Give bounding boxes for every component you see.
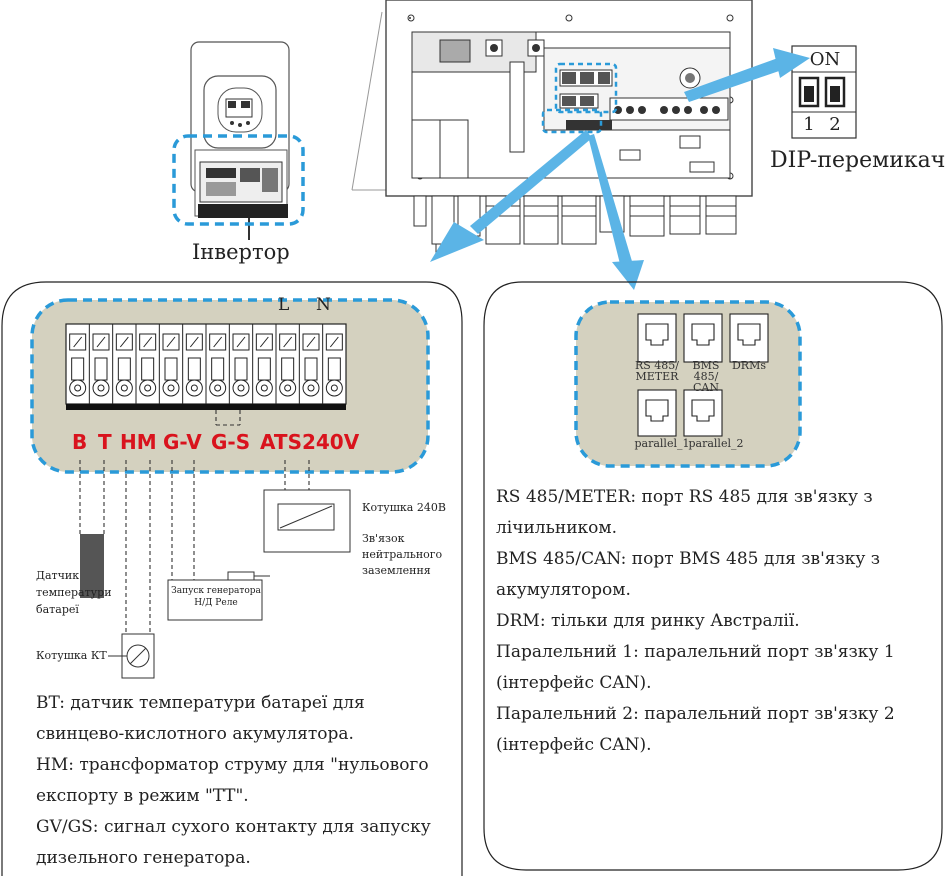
inverter-closeup-drawing (385, 0, 753, 253)
right-desc-line: RS 485/METER: порт RS 485 для зв'язку з (496, 487, 873, 507)
terminal-screw (135, 324, 157, 404)
port-bms-label: BMS 485/ CAN (680, 360, 732, 393)
neutral-ground-label-1: Зв'язок (362, 532, 405, 545)
terminal-screw (275, 324, 297, 404)
right-desc-line: Паралельний 1: паралельний порт зв'язку … (496, 642, 895, 662)
top-illustration (172, 0, 857, 290)
port-block-drawing (637, 313, 769, 437)
dip-position-2: 2 (829, 114, 841, 135)
terminal-screw (65, 324, 87, 404)
terminal-screw (158, 324, 180, 404)
left-desc-line: дизельного генератора. (36, 848, 251, 868)
right-desc-line: лічильником. (496, 518, 618, 538)
terminal-label-gs: G-S (211, 430, 251, 454)
port-parallel2-label: parallel_2 (688, 437, 744, 450)
right-desc-line: (інтерфейс CAN). (496, 673, 652, 693)
right-desc-line: BMS 485/CAN: порт BMS 485 для зв'язку з (496, 549, 881, 569)
port-drm-label: DRMs (731, 359, 766, 372)
terminal-label-b: B (72, 430, 88, 454)
right-desc-line: акумулятором. (496, 580, 631, 600)
left-desc-line: GV/GS: сигнал сухого контакту для запуск… (36, 817, 431, 837)
terminal-label-ats240v: ATS240V (260, 430, 360, 454)
right-desc-line: DRM: тільки для ринку Австралії. (496, 611, 800, 631)
port-bms-label-1: BMS 485/ (692, 359, 720, 383)
terminal-screw (88, 324, 110, 404)
gen-start-label: Запуск генератора Н/Д Реле (171, 585, 261, 609)
dip-position-1: 1 (803, 114, 815, 135)
inverter-small-drawing (190, 41, 290, 240)
temp-sensor-label-2: температури (36, 586, 112, 599)
inverter-label: Інвертор (192, 240, 290, 264)
phase-label-l: L (278, 295, 290, 315)
callout-arrows (430, 48, 810, 290)
terminal-label-gv: G-V (163, 430, 202, 454)
inverter-highlight-box (172, 134, 305, 226)
left-desc-line: експорту в режим "ТТ". (36, 786, 249, 806)
terminal-screw (252, 324, 273, 404)
port-rs485-label-1: RS 485/ (634, 359, 680, 372)
terminal-label-t: T (98, 430, 112, 454)
terminal-screws (65, 324, 346, 404)
terminal-screw (112, 324, 133, 404)
neutral-ground-label-3: заземлення (362, 564, 431, 577)
terminal-screw (322, 324, 343, 404)
dip-on-label: ON (809, 49, 841, 70)
port-bms-label-2: CAN (693, 381, 719, 394)
terminal-screw (205, 324, 227, 404)
left-description: BT: датчик температури батареї для свинц… (36, 688, 431, 874)
ct-coil-label: Котушка КТ (36, 649, 107, 662)
gen-start-label-2: Н/Д Реле (194, 598, 238, 608)
left-desc-line: свинцево-кислотного акумулятора. (36, 724, 354, 744)
gen-start-label-1: Запуск генератора (171, 586, 261, 596)
terminal-label-hm: HM (120, 430, 157, 454)
terminal-screw (228, 324, 250, 404)
left-desc-line: HM: трансформатор струму для "нульового (36, 755, 429, 775)
left-desc-line: BT: датчик температури батареї для (36, 693, 365, 713)
terminal-screw (298, 324, 320, 404)
temp-sensor-label-1: Датчик (36, 569, 80, 582)
neutral-ground-label-2: нейтрального (362, 548, 443, 561)
coil-240-label: Котушка 240В (362, 501, 446, 514)
dip-switch-caption: DIP-перемикач (770, 148, 946, 173)
port-rs485-label-2: METER (635, 370, 679, 383)
right-panel-frame (483, 281, 943, 871)
terminal-screw (182, 324, 203, 404)
port-parallel1-label: parallel_1 (634, 437, 690, 450)
right-desc-line: Паралельний 2: паралельний порт зв'язку … (496, 704, 895, 724)
right-description: RS 485/METER: порт RS 485 для зв'язку з … (496, 482, 895, 761)
temp-sensor-label-3: батареї (36, 603, 79, 616)
right-desc-line: (інтерфейс CAN). (496, 735, 652, 755)
port-rs485-label: RS 485/ METER (633, 360, 681, 382)
phase-label-n: N (316, 295, 331, 315)
